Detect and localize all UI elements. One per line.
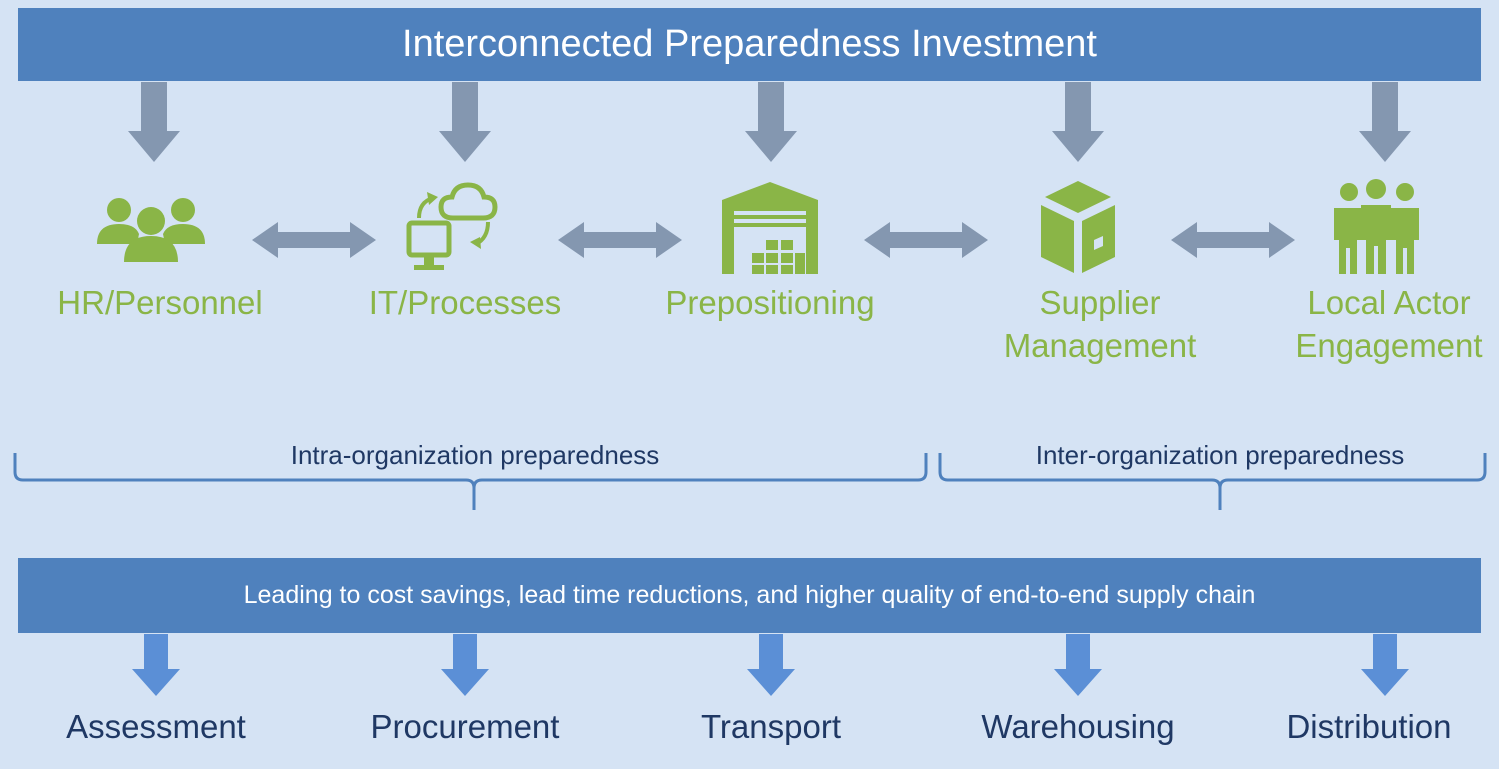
down-arrow-distribution	[1361, 634, 1409, 696]
double-arrow-2	[558, 222, 682, 258]
people-group-icon	[97, 198, 205, 262]
stage-assessment: Assessment	[66, 708, 246, 745]
down-arrow-supplier	[1052, 82, 1104, 162]
down-arrow-prepositioning	[745, 82, 797, 162]
down-arrow-assessment	[132, 634, 180, 696]
inter-brace	[938, 453, 1487, 510]
down-arrow-transport	[747, 634, 795, 696]
down-arrow-local	[1359, 82, 1411, 162]
intra-brace	[13, 453, 928, 510]
pillar-label-local: Local Actor Engagement	[1295, 284, 1483, 364]
package-box-icon	[1041, 181, 1115, 273]
down-arrow-procurement	[441, 634, 489, 696]
title-banner: Interconnected Preparedness Investment	[18, 8, 1481, 81]
stage-procurement: Procurement	[370, 708, 560, 745]
down-arrow-hr	[128, 82, 180, 162]
warehouse-icon	[722, 182, 818, 274]
outcome-banner: Leading to cost savings, lead time reduc…	[18, 558, 1481, 633]
down-arrow-warehousing	[1054, 634, 1102, 696]
stage-warehousing: Warehousing	[981, 708, 1175, 745]
double-arrow-4	[1171, 222, 1295, 258]
outcome-text: Leading to cost savings, lead time reduc…	[243, 581, 1256, 609]
title-text: Interconnected Preparedness Investment	[402, 23, 1097, 65]
inter-group-label: Inter-organization preparedness	[1035, 440, 1405, 470]
pillar-label-supplier: Supplier Management	[1003, 284, 1197, 364]
double-arrow-1	[252, 222, 376, 258]
double-arrow-3	[864, 222, 988, 258]
pillar-label-hr: HR/Personnel	[57, 284, 263, 321]
pillar-label-prepositioning: Prepositioning	[665, 284, 875, 321]
stage-distribution: Distribution	[1286, 708, 1452, 745]
down-arrow-it	[439, 82, 491, 162]
intra-group-label: Intra-organization preparedness	[290, 440, 660, 470]
stage-transport: Transport	[701, 708, 841, 745]
pillar-label-it: IT/Processes	[368, 284, 562, 321]
computer-cloud-sync-icon	[406, 182, 498, 270]
three-people-icon	[1334, 179, 1419, 274]
